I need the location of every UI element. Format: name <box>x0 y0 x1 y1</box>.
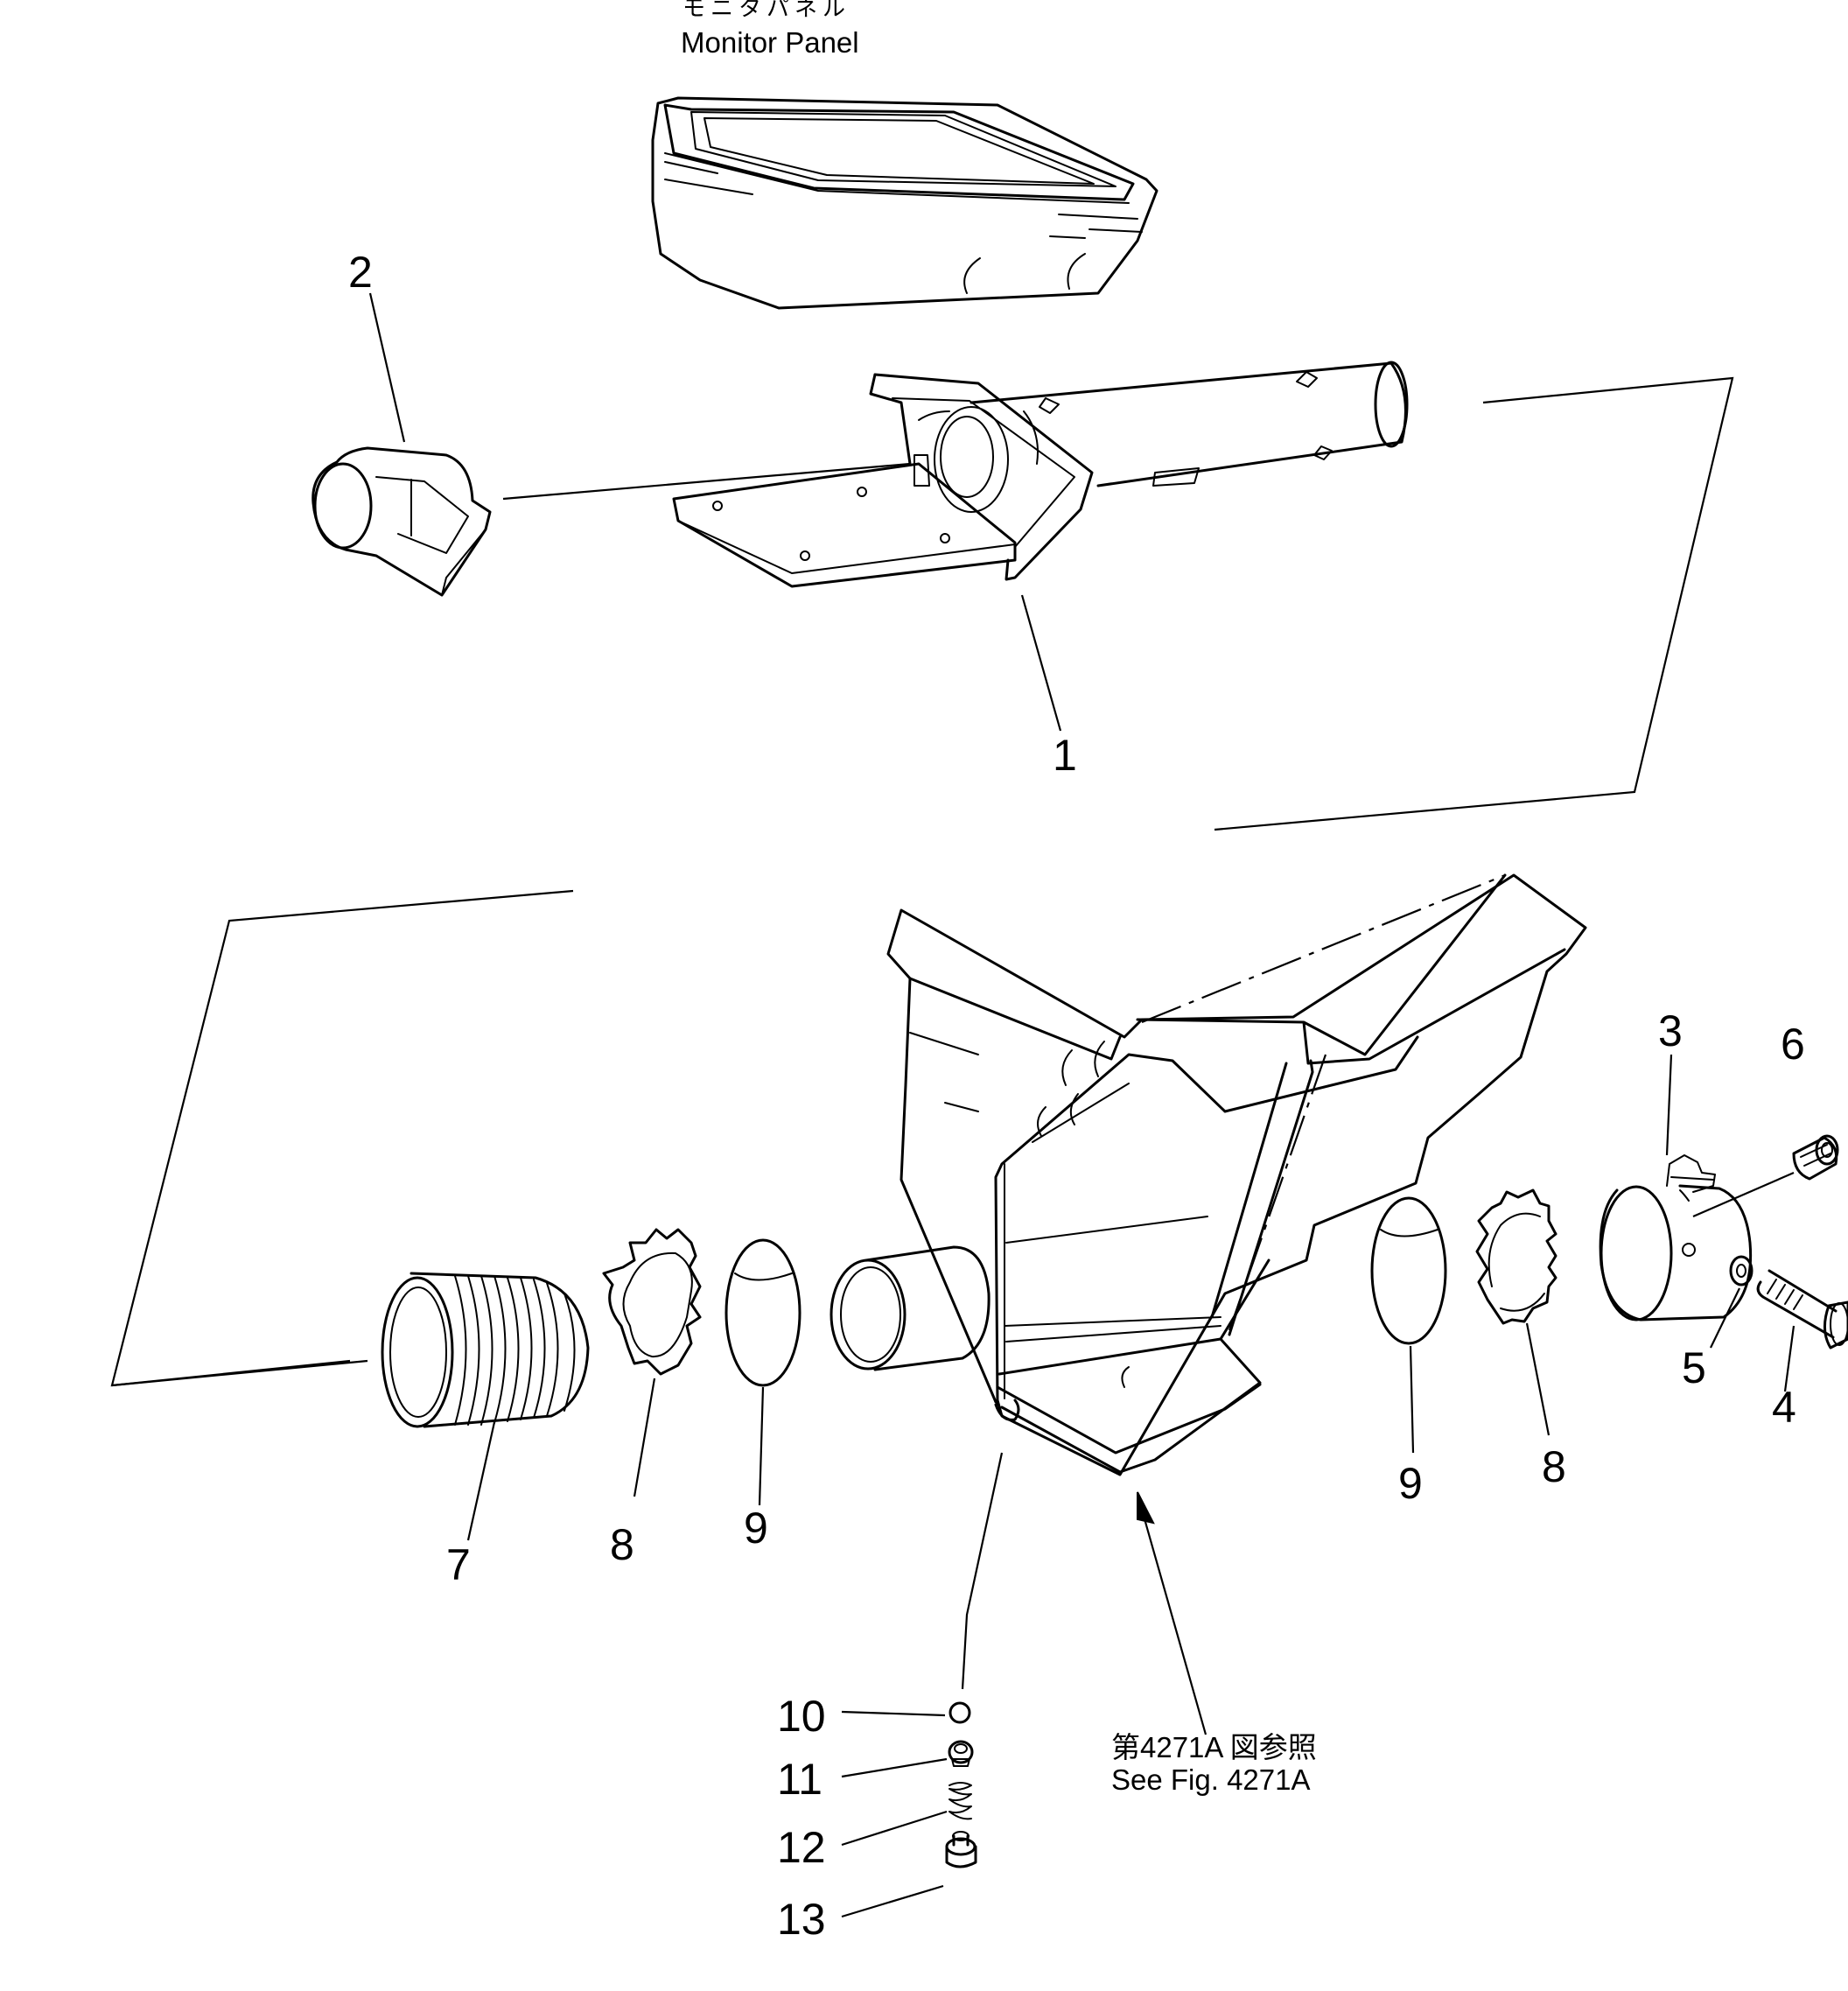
part-9-ring-left <box>724 1238 802 1387</box>
monitor-panel-label-jp: モニタパネル <box>682 0 850 21</box>
reference-label: See Fig. 4271A <box>1111 1763 1311 1796</box>
steering-housing <box>830 873 1587 1476</box>
callout-1: 1 <box>1053 731 1077 780</box>
callout-2: 2 <box>348 248 373 297</box>
part-6-grease-fitting <box>1792 1134 1839 1181</box>
part-3-clamp-band <box>1599 1154 1753 1321</box>
callout-11: 11 <box>777 1755 822 1804</box>
part-13-plug <box>945 1831 977 1868</box>
part-1-column-bracket <box>672 361 1409 588</box>
monitor-panel-label: Monitor Panel <box>681 26 859 59</box>
callout-3: 3 <box>1658 1006 1683 1055</box>
callout-9-right: 9 <box>1398 1459 1423 1508</box>
callout-8-left: 8 <box>610 1520 634 1569</box>
callout-12: 12 <box>777 1823 826 1872</box>
callout-4: 4 <box>1772 1383 1796 1432</box>
monitor-panel <box>651 96 1158 310</box>
part-7-bellows <box>381 1272 590 1428</box>
part-9-ring-right <box>1370 1196 1447 1345</box>
part-8-ring-left <box>602 1228 702 1376</box>
part-11-seat <box>948 1740 974 1767</box>
callout-5: 5 <box>1682 1343 1706 1392</box>
callout-7: 7 <box>446 1540 471 1589</box>
part-8-ring-right <box>1475 1188 1558 1325</box>
part-12-spring <box>948 1782 972 1820</box>
part-5-washer <box>1729 1255 1754 1286</box>
reference-label-jp: 第4271A 図参照 <box>1111 1731 1317 1763</box>
callout-9-left: 9 <box>744 1504 768 1553</box>
part-2-clamp <box>312 446 492 597</box>
callout-8-right: 8 <box>1542 1442 1566 1491</box>
callout-13: 13 <box>777 1895 826 1944</box>
callout-6: 6 <box>1781 1020 1805 1069</box>
callout-10: 10 <box>777 1692 826 1741</box>
part-4-bolt <box>1756 1269 1848 1350</box>
part-10-ball <box>948 1701 971 1724</box>
